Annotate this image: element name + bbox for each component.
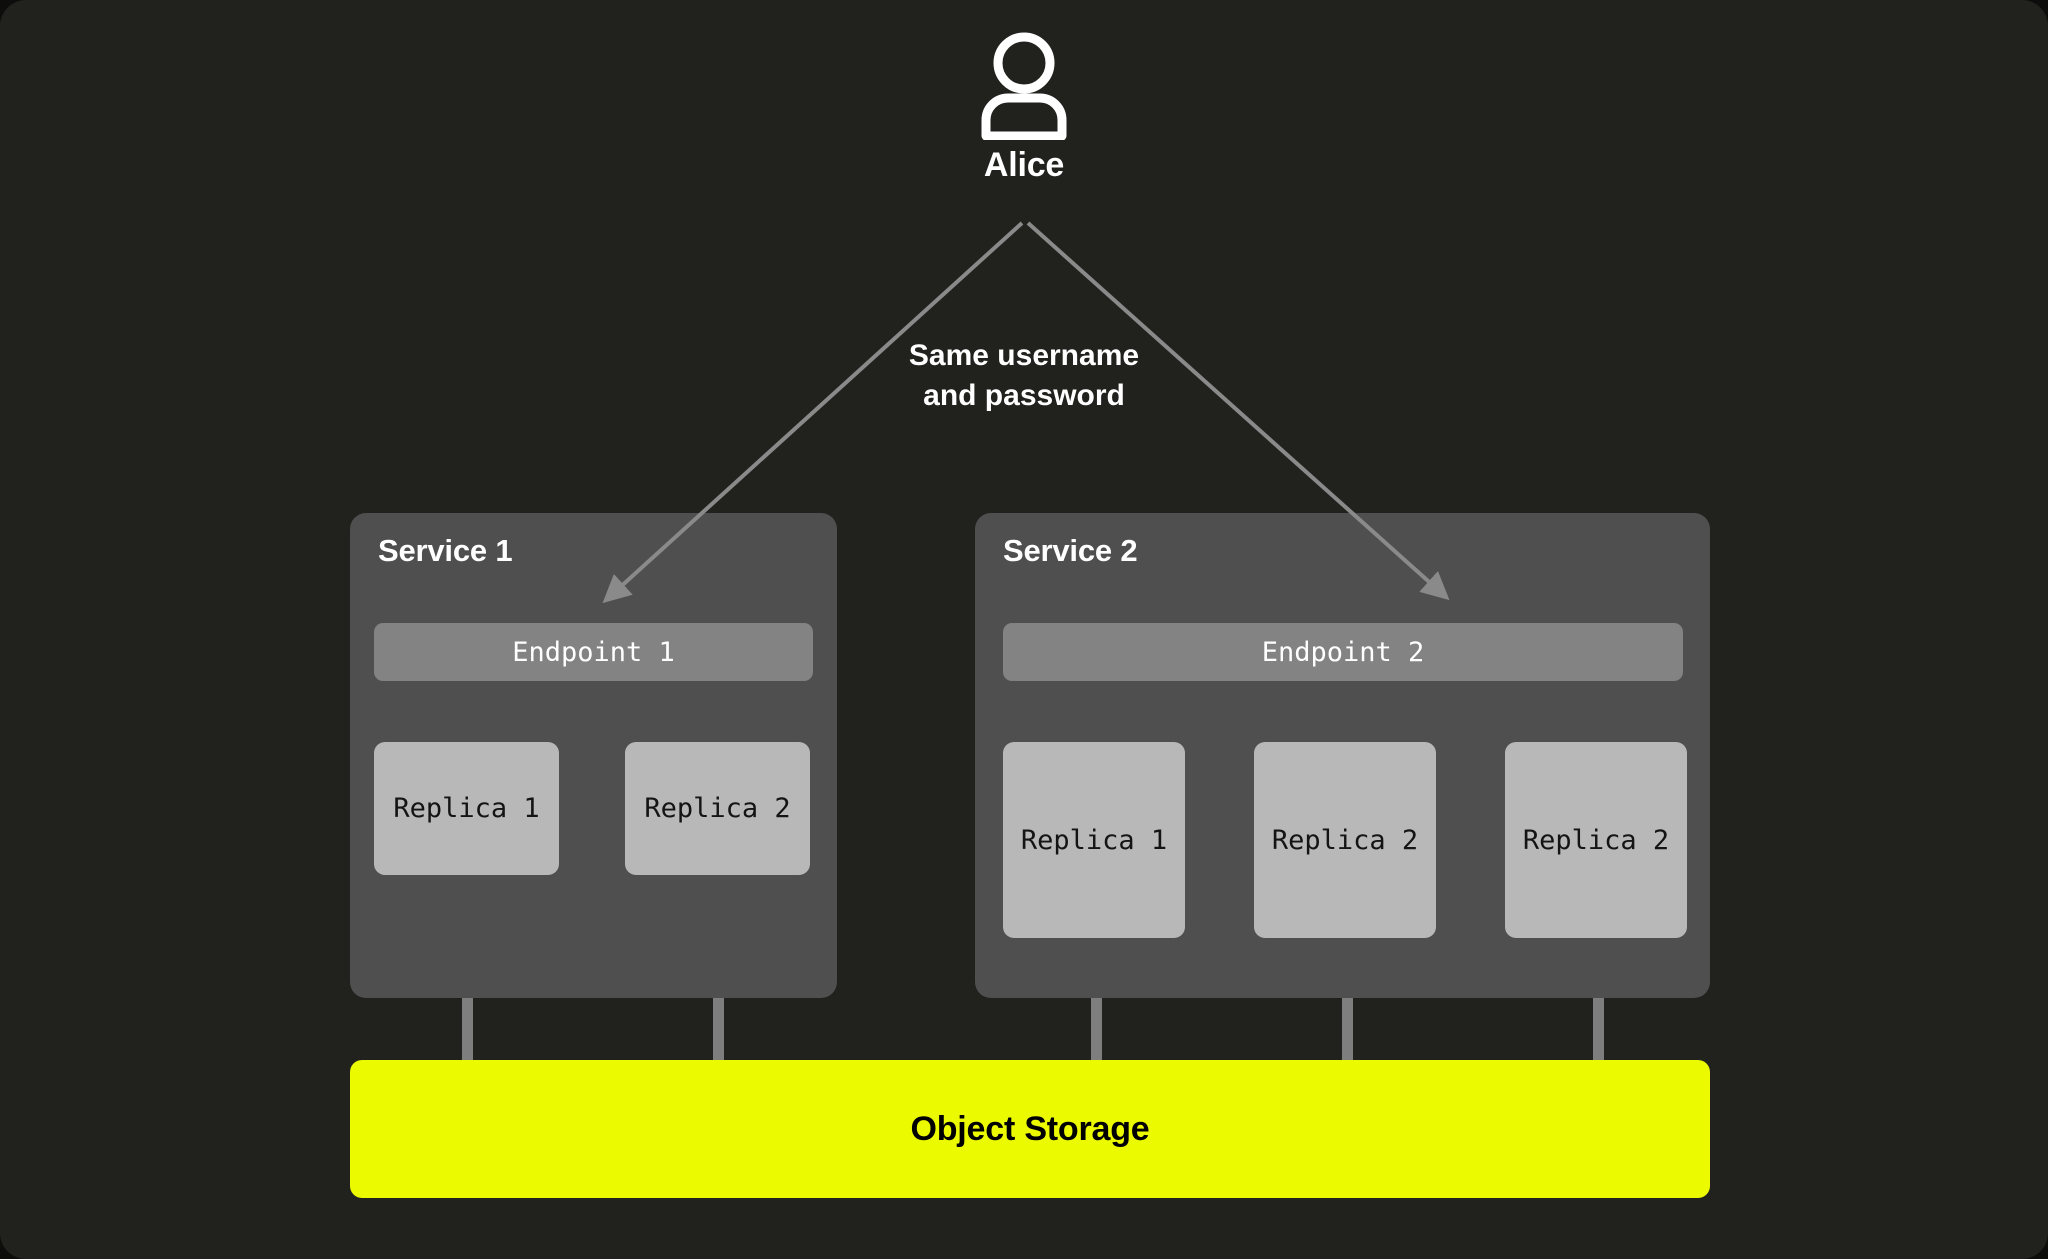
service-1-title: Service 1 [378, 533, 513, 568]
service-1-replica-1[interactable]: Replica 1 [374, 742, 559, 875]
user-icon [981, 32, 1067, 140]
endpoint-2[interactable]: Endpoint 2 [1003, 623, 1683, 681]
actor-alice: Alice [0, 30, 2048, 185]
service-2-replica-3[interactable]: Replica 2 [1505, 742, 1687, 938]
service-panel-1[interactable]: Service 1 Endpoint 1 Replica 1 Replica 2 [350, 513, 837, 998]
service-2-replica-2[interactable]: Replica 2 [1254, 742, 1436, 938]
service-2-replica-1[interactable]: Replica 1 [1003, 742, 1185, 938]
caption-line-2: and password [923, 379, 1125, 413]
object-storage-bar[interactable]: Object Storage [350, 1060, 1710, 1198]
actor-label: Alice [983, 146, 1065, 184]
service-2-title: Service 2 [1003, 533, 1138, 568]
service-1-replica-2[interactable]: Replica 2 [625, 742, 810, 875]
service-panel-2[interactable]: Service 2 Endpoint 2 Replica 1 Replica 2… [975, 513, 1710, 998]
caption-line-1: Same username [908, 339, 1140, 372]
flow-caption: Same username and password [0, 336, 2048, 416]
endpoint-1[interactable]: Endpoint 1 [374, 623, 813, 681]
